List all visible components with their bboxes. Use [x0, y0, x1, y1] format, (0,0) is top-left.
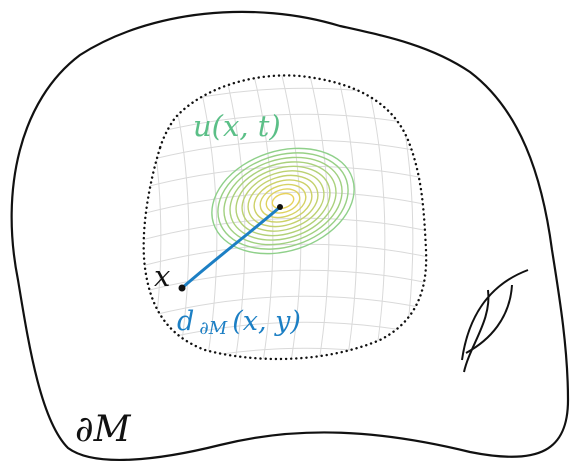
grid-line — [120, 114, 450, 142]
contour-ring — [263, 185, 303, 217]
boundary-label: ∂M — [75, 409, 132, 450]
grid-line — [26, 60, 49, 380]
grid-line — [120, 62, 450, 90]
grid-line — [54, 60, 77, 380]
grid-line — [120, 88, 450, 116]
distance-label-main: d — [177, 306, 194, 337]
contour-ring — [220, 149, 346, 253]
point-y — [277, 204, 283, 210]
grid-line — [120, 426, 450, 454]
grid-line — [120, 0, 450, 12]
grid-line — [120, 192, 450, 220]
grid-line — [138, 60, 161, 380]
grid-line — [120, 348, 450, 376]
point-x-label: x — [154, 259, 170, 293]
field-label: u(x, t) — [193, 109, 281, 143]
manifold-boundary — [12, 12, 568, 460]
handle-hole — [462, 270, 528, 372]
grid-line — [362, 60, 385, 380]
grid-line — [446, 60, 469, 380]
grid-line — [120, 374, 450, 402]
grid-line — [82, 60, 105, 380]
contour-ring — [241, 167, 324, 235]
distance-label-sub: ∂M — [199, 318, 227, 339]
distance-label-args: (x, y) — [232, 306, 301, 337]
grid-line — [110, 60, 133, 380]
contour-ring — [270, 191, 295, 211]
contour-ring — [205, 137, 360, 265]
grid-line — [120, 218, 450, 246]
grid-line — [418, 60, 441, 380]
contour-ring — [256, 179, 310, 223]
contour-ring — [213, 143, 354, 259]
surface-grid — [0, 0, 525, 454]
point-x — [179, 285, 186, 292]
distance-label: d ∂M (x, y) — [177, 306, 301, 339]
grid-line — [306, 60, 329, 380]
grid-line — [120, 400, 450, 428]
